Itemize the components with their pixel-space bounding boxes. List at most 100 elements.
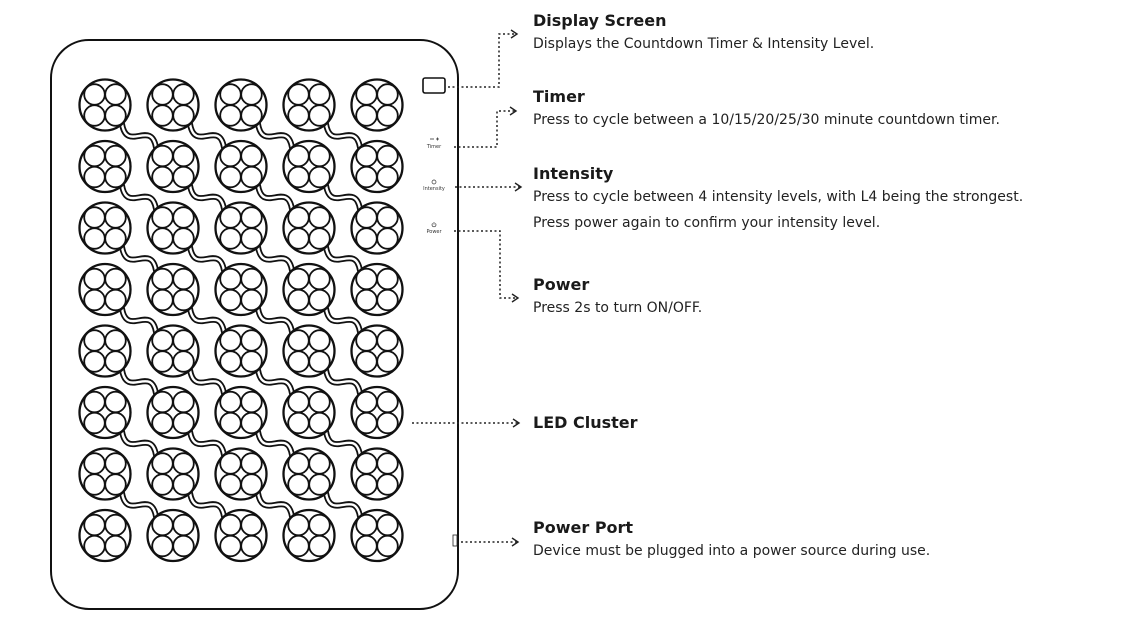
led-cluster [214, 508, 268, 563]
power-icon [431, 222, 437, 228]
led-cluster [282, 385, 336, 440]
led [219, 390, 242, 414]
led-connector-inner [324, 122, 362, 149]
led-connector-inner [188, 122, 226, 149]
led [240, 227, 263, 250]
led [376, 267, 399, 291]
led-cluster [214, 385, 268, 440]
led [355, 350, 378, 373]
led [172, 329, 195, 352]
led-cluster [214, 324, 268, 378]
led [240, 165, 263, 189]
led-cluster [350, 262, 404, 317]
led-cluster [282, 324, 336, 378]
led-connector-inner [120, 122, 158, 149]
led [355, 329, 378, 352]
led [376, 104, 399, 127]
led [355, 534, 378, 558]
led-connector-inner [188, 184, 226, 211]
led [172, 534, 195, 558]
led [104, 452, 127, 475]
led-connector-inner [188, 368, 226, 395]
led [151, 104, 174, 127]
led [151, 513, 174, 537]
led [83, 452, 106, 475]
led [151, 227, 174, 250]
led [355, 473, 378, 496]
led-connector-inner [324, 245, 362, 272]
led [151, 452, 174, 475]
callout-led-cluster-title: LED Cluster [533, 413, 638, 432]
led [240, 390, 263, 414]
led [287, 350, 310, 373]
led-cluster [214, 447, 268, 501]
led [83, 83, 106, 106]
led [172, 513, 195, 537]
led-cluster [350, 139, 404, 194]
callout-display-screen-description: Displays the Countdown Timer & Intensity… [533, 36, 875, 52]
callout-power-port-title: Power Port [533, 518, 634, 537]
led-cluster [78, 201, 132, 255]
leader-line-display-screen [448, 29, 519, 88]
led [172, 350, 195, 373]
led [172, 452, 195, 475]
led [172, 390, 195, 414]
callout-power-port: Power Port Device must be plugged into a… [533, 518, 930, 564]
led [287, 206, 310, 229]
led [172, 473, 195, 496]
led-cluster [146, 508, 200, 563]
led [287, 513, 310, 537]
led [355, 227, 378, 250]
led [308, 329, 331, 352]
timer-button-label: Timer [426, 144, 442, 150]
leader-line-timer [454, 106, 518, 148]
led [355, 104, 378, 127]
led [376, 227, 399, 250]
led-cluster [146, 139, 200, 194]
led [151, 411, 174, 435]
led-connector-inner [188, 307, 226, 334]
led [240, 329, 263, 352]
led-connector-inner [256, 368, 294, 395]
led-connector-inner [188, 491, 226, 518]
led [240, 411, 263, 435]
led [287, 329, 310, 352]
led [104, 411, 127, 435]
led [308, 513, 331, 537]
led [104, 104, 127, 127]
led [219, 104, 242, 127]
led [83, 350, 106, 373]
led [376, 288, 399, 312]
led-cluster [146, 385, 200, 440]
callout-power-title: Power [533, 275, 590, 294]
led [83, 473, 106, 496]
led [172, 104, 195, 127]
led [172, 411, 195, 435]
led [240, 206, 263, 229]
led [172, 165, 195, 189]
led [287, 452, 310, 475]
led-connector-inner [120, 368, 158, 395]
led-cluster [78, 447, 132, 501]
led [240, 350, 263, 373]
led-cluster [282, 201, 336, 255]
led [219, 144, 242, 168]
led [219, 267, 242, 291]
led [83, 104, 106, 127]
led [240, 513, 263, 537]
led-connector-inner [188, 430, 226, 457]
intensity-button-label: Intensity [423, 186, 445, 192]
led-connector-inner [120, 430, 158, 457]
led-cluster [146, 262, 200, 317]
callout-timer: Timer Press to cycle between a 10/15/20/… [533, 87, 1000, 133]
callout-power-description: Press 2s to turn ON/OFF. [533, 300, 703, 316]
led [83, 227, 106, 250]
led [83, 390, 106, 414]
led-connector-inner [120, 184, 158, 211]
led-cluster [350, 324, 404, 378]
led-cluster [78, 78, 132, 132]
led [151, 534, 174, 558]
led-connector-inner [256, 122, 294, 149]
callout-led-cluster: LED Cluster [533, 413, 638, 433]
led [151, 144, 174, 168]
